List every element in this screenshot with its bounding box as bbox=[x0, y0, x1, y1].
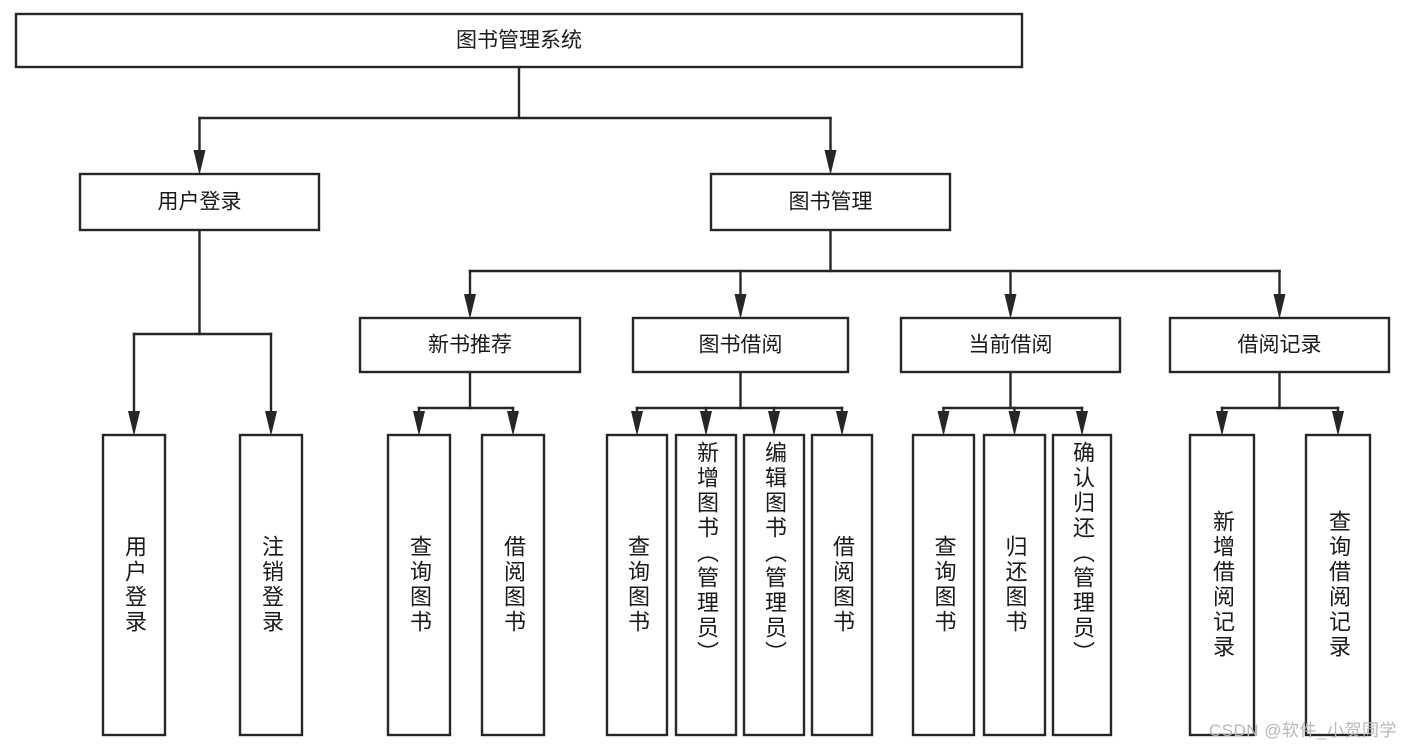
arrow-head-leaf-borrow-book-new bbox=[507, 411, 519, 436]
node-label-newbook: 新书推荐 bbox=[428, 334, 512, 357]
arrow-head-leaf-confirm-return bbox=[1076, 411, 1088, 436]
arrow-head-leaf-edit-book bbox=[768, 411, 780, 436]
node-current[interactable]: 当前借阅 bbox=[899, 316, 1122, 374]
node-leaf-query-book-new[interactable] bbox=[386, 433, 452, 737]
arrow-head-newbook bbox=[464, 294, 476, 319]
node-box-records bbox=[1168, 316, 1391, 374]
node-box-newbook bbox=[358, 316, 582, 374]
arrow-head-leaf-user-login bbox=[128, 411, 140, 436]
node-label-records: 借阅记录 bbox=[1238, 334, 1322, 357]
node-box-leaf-query-book-new bbox=[386, 433, 452, 737]
arrow-head-leaf-add-book bbox=[700, 411, 712, 436]
node-label-root: 图书管理系统 bbox=[456, 29, 582, 52]
node-box-leaf-borrow-book-new bbox=[480, 433, 546, 737]
node-leaf-add-book[interactable] bbox=[674, 433, 738, 737]
node-leaf-user-login[interactable] bbox=[101, 433, 167, 737]
arrow-head-leaf-query-book-b bbox=[631, 411, 643, 436]
node-box-leaf-return-book bbox=[982, 433, 1047, 737]
node-box-leaf-add-record bbox=[1188, 433, 1256, 737]
node-records[interactable]: 借阅记录 bbox=[1168, 316, 1391, 374]
node-box-leaf-borrow-book-b bbox=[810, 433, 874, 737]
node-borrow[interactable]: 图书借阅 bbox=[631, 316, 850, 374]
arrow-head-leaf-user-logout bbox=[265, 411, 277, 436]
node-box-root bbox=[14, 12, 1024, 69]
arrow-head-leaf-query-record bbox=[1332, 411, 1344, 436]
arrow-head-current bbox=[1004, 294, 1017, 319]
node-bookmgmt[interactable]: 图书管理 bbox=[709, 172, 952, 232]
node-label-borrow: 图书借阅 bbox=[699, 334, 783, 357]
node-leaf-borrow-book-b[interactable] bbox=[810, 433, 874, 737]
arrow-head-bookmgmt bbox=[824, 150, 837, 175]
node-label-login: 用户登录 bbox=[158, 191, 242, 214]
node-box-bookmgmt bbox=[709, 172, 952, 232]
node-root[interactable]: 图书管理系统 bbox=[14, 12, 1024, 69]
node-login[interactable]: 用户登录 bbox=[78, 172, 321, 232]
node-leaf-query-record[interactable] bbox=[1304, 433, 1372, 737]
arrow-head-leaf-query-book-new bbox=[413, 411, 425, 436]
node-leaf-user-logout[interactable] bbox=[238, 433, 304, 737]
node-box-current bbox=[899, 316, 1122, 374]
node-label-bookmgmt: 图书管理 bbox=[789, 191, 873, 214]
arrow-head-leaf-query-book-c bbox=[937, 411, 950, 436]
node-leaf-query-book-c[interactable] bbox=[911, 433, 976, 737]
arrow-head-records bbox=[1273, 294, 1286, 319]
edges-layer bbox=[128, 65, 1344, 436]
node-box-leaf-user-login bbox=[101, 433, 167, 737]
node-leaf-query-book-b[interactable] bbox=[605, 433, 669, 737]
node-leaf-edit-book[interactable] bbox=[742, 433, 806, 737]
arrow-head-leaf-return-book bbox=[1008, 411, 1021, 436]
arrow-head-borrow bbox=[734, 294, 747, 319]
node-box-leaf-user-logout bbox=[238, 433, 304, 737]
node-leaf-add-record[interactable] bbox=[1188, 433, 1256, 737]
watermark-text: CSDN @软件_小贺同学 bbox=[1208, 721, 1397, 740]
node-box-leaf-confirm-return bbox=[1051, 433, 1113, 737]
arrow-head-leaf-borrow-book-b bbox=[836, 411, 848, 436]
node-box-leaf-add-book bbox=[674, 433, 738, 737]
arrow-head-leaf-add-record bbox=[1216, 411, 1228, 436]
node-label-current: 当前借阅 bbox=[969, 334, 1053, 357]
node-newbook[interactable]: 新书推荐 bbox=[358, 316, 582, 374]
node-box-borrow bbox=[631, 316, 850, 374]
node-leaf-confirm-return[interactable] bbox=[1051, 433, 1113, 737]
arrow-head-login bbox=[193, 150, 206, 175]
node-box-leaf-query-book-b bbox=[605, 433, 669, 737]
node-leaf-borrow-book-new[interactable] bbox=[480, 433, 546, 737]
node-box-login bbox=[78, 172, 321, 232]
node-box-leaf-query-book-c bbox=[911, 433, 976, 737]
node-box-leaf-edit-book bbox=[742, 433, 806, 737]
node-leaf-return-book[interactable] bbox=[982, 433, 1047, 737]
node-box-leaf-query-record bbox=[1304, 433, 1372, 737]
